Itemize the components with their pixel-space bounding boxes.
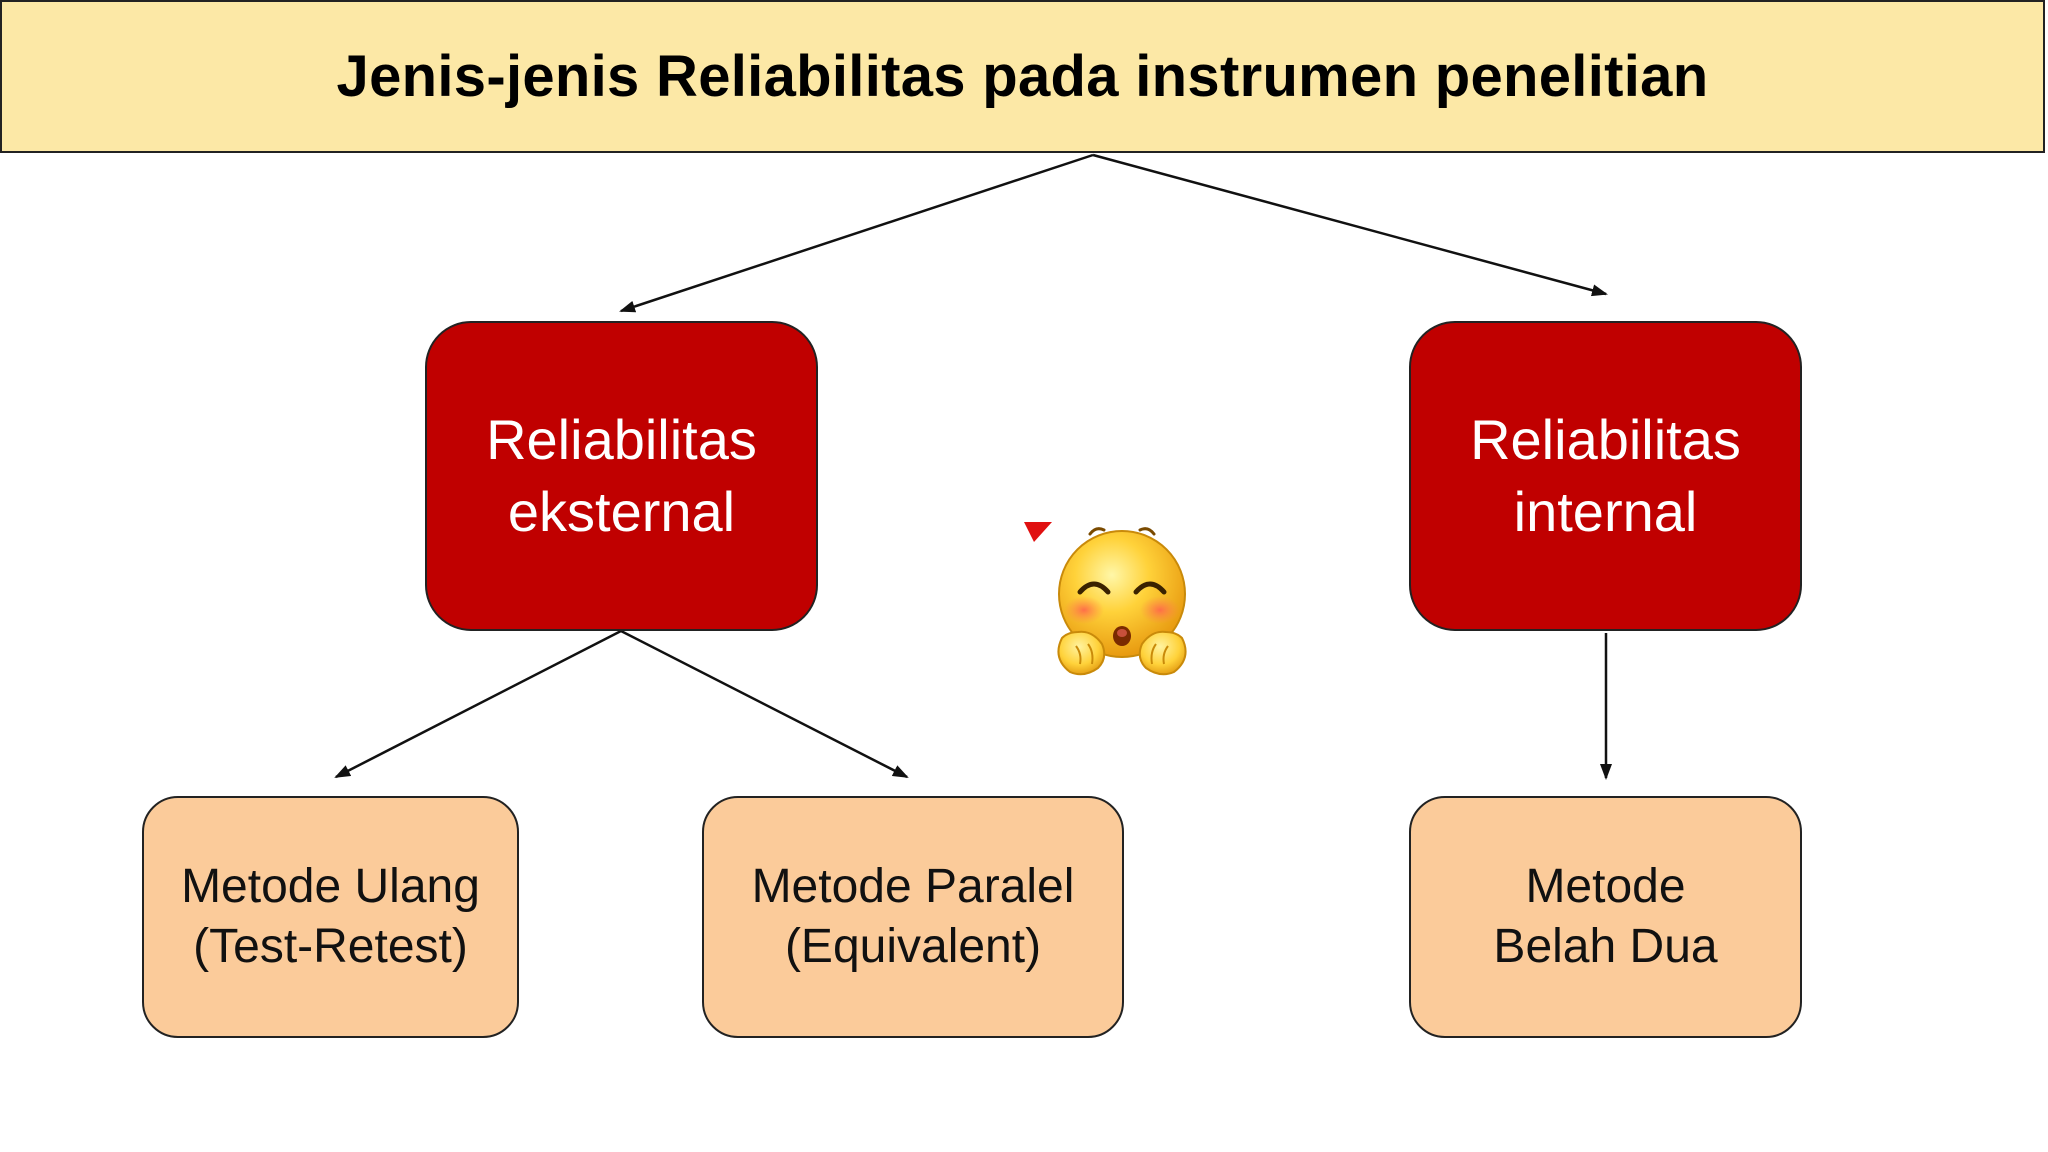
node-reliabilitas-internal: Reliabilitas internal	[1409, 321, 1802, 631]
node-label-line-2: Belah Dua	[1493, 920, 1718, 973]
node-label-line-1: Metode Paralel	[751, 860, 1075, 913]
node-label-line-2: eksternal	[507, 480, 736, 543]
node-label-line-2: internal	[1513, 480, 1698, 543]
node-label-line-2: (Test-Retest)	[193, 920, 468, 973]
node-label-line-1: Metode	[1525, 860, 1686, 913]
blushing-smiley-icon	[1024, 522, 1187, 676]
connector-title-internal	[1092, 153, 1608, 297]
node-label-line-1: Reliabilitas	[486, 408, 757, 471]
node-metode-belah-dua: Metode Belah Dua	[1409, 796, 1802, 1038]
node-reliabilitas-eksternal: Reliabilitas eksternal	[425, 321, 818, 631]
node-metode-paralel: Metode Paralel (Equivalent)	[702, 796, 1124, 1038]
connector-external-test-retest	[334, 629, 622, 779]
node-label-line-1: Reliabilitas	[1470, 408, 1741, 471]
node-label-line-1: Metode Ulang	[181, 860, 480, 913]
node-label-line-2: (Equivalent)	[784, 920, 1042, 973]
node-metode-ulang: Metode Ulang (Test-Retest)	[142, 796, 519, 1038]
title-banner: Jenis-jenis Reliabilitas pada instrumen …	[0, 0, 2045, 153]
connector-external-paralel	[620, 629, 909, 779]
connector-title-external	[619, 153, 1094, 313]
diagram-title: Jenis-jenis Reliabilitas pada instrumen …	[336, 44, 1709, 109]
